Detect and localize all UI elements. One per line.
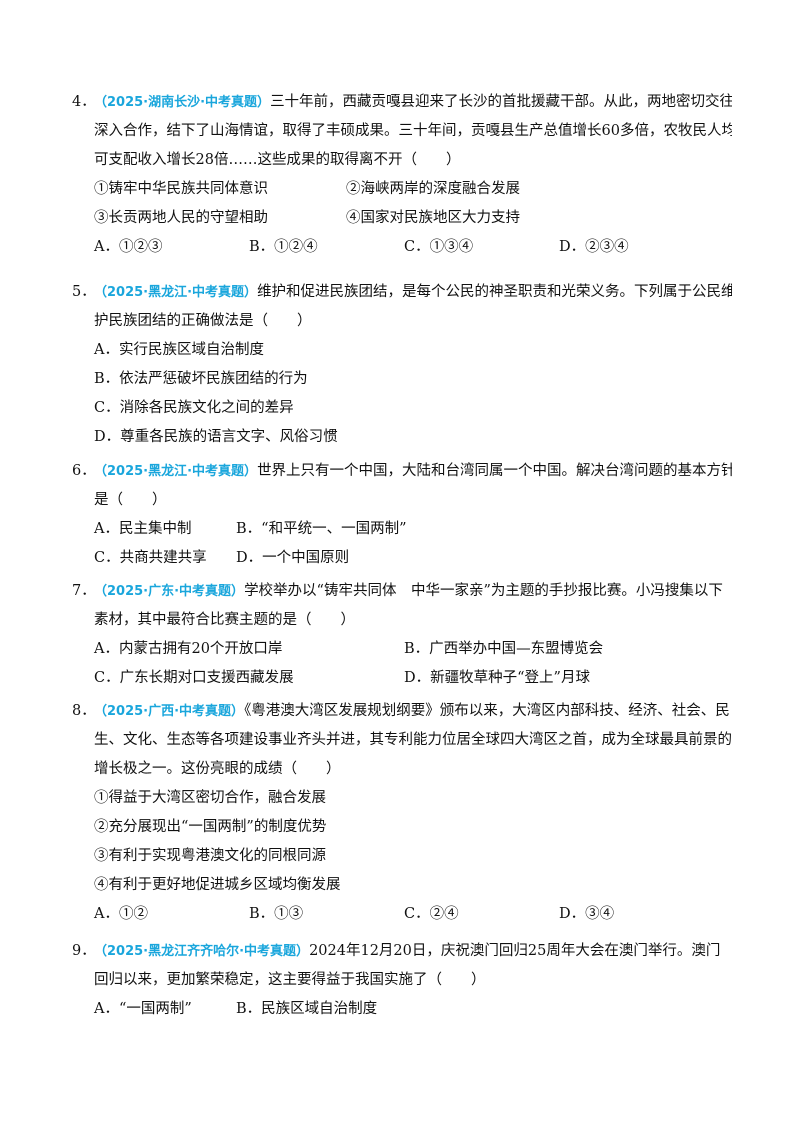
question-stem-line: 可支配收入增长28倍……这些成果的取得离不开（ ） xyxy=(94,152,461,168)
statement-row: ③长贡两地人民的守望相助 ④国家对民族地区大力支持 xyxy=(72,204,732,233)
question-source-tag: （2025·广西·中考真题） xyxy=(94,704,245,719)
question-number: 6． xyxy=(72,463,96,479)
option-b: B．①③ xyxy=(249,906,304,922)
option-d: D．一个中国原则 xyxy=(236,550,350,566)
options-row: A．①② B．①③ C．②④ D．③④ xyxy=(72,900,732,929)
question-stem-line: 生、文化、生态等各项建设事业齐头并进，其专利能力位居全球四大湾区之首，成为全球最… xyxy=(94,732,732,748)
statement: ④国家对民族地区大力支持 xyxy=(346,210,520,226)
option-c: C．②④ xyxy=(404,906,459,922)
question-stem: 7．（2025·广东·中考真题）学校举办以“铸牢共同体 中华一家亲”为主题的手抄… xyxy=(72,577,732,606)
question-6: 6．（2025·黑龙江·中考真题）世界上只有一个中国，大陆和台湾同属一个中国。解… xyxy=(72,457,732,573)
question-8: 8．（2025·广西·中考真题）《粤港澳大湾区发展规划纲要》颁布以来，大湾区内部… xyxy=(72,697,732,929)
options-row: A．①②③ B．①②④ C．①③④ D．②③④ xyxy=(72,233,732,262)
statement: ③有利于实现粤港澳文化的同根同源 xyxy=(94,848,326,864)
options-row: C．广东长期对口支援西藏发展 D．新疆牧草种子“登上”月球 xyxy=(72,664,732,693)
question-source-tag: （2025·湖南长沙·中考真题） xyxy=(94,95,271,110)
question-stem-line: 是（ ） xyxy=(94,492,167,508)
question-5: 5．（2025·黑龙江·中考真题）维护和促进民族团结，是每个公民的神圣职责和光荣… xyxy=(72,278,732,452)
question-stem: 9．（2025·黑龙江齐齐哈尔·中考真题）2024年12月20日，庆祝澳门回归2… xyxy=(72,937,732,966)
option-d: D．③④ xyxy=(559,906,615,922)
option-b: B．“和平统一、一国两制” xyxy=(236,521,407,537)
option-a: A．内蒙古拥有20个开放口岸 xyxy=(94,641,283,657)
question-stem: 8．（2025·广西·中考真题）《粤港澳大湾区发展规划纲要》颁布以来，大湾区内部… xyxy=(72,697,732,726)
question-source-tag: （2025·黑龙江齐齐哈尔·中考真题） xyxy=(94,944,310,959)
statement: ①得益于大湾区密切合作，融合发展 xyxy=(94,790,326,806)
statement: ④有利于更好地促进城乡区域均衡发展 xyxy=(94,877,341,893)
options-row: A．“一国两制” B．民族区域自治制度 xyxy=(72,995,732,1024)
question-stem: 6．（2025·黑龙江·中考真题）世界上只有一个中国，大陆和台湾同属一个中国。解… xyxy=(72,457,732,486)
option-a: A．“一国两制” xyxy=(94,1001,192,1017)
option-d: D．尊重各民族的语言文字、风俗习惯 xyxy=(94,429,338,445)
question-stem-line: 增长极之一。这份亮眼的成绩（ ） xyxy=(94,761,341,777)
options-row: A．内蒙古拥有20个开放口岸 B．广西举办中国—东盟博览会 xyxy=(72,635,732,664)
question-stem-line: 回归以来，更加繁荣稳定，这主要得益于我国实施了（ ） xyxy=(94,972,486,988)
option-d: D．②③④ xyxy=(559,239,629,255)
option-b: B．①②④ xyxy=(249,239,318,255)
question-stem-line: 护民族团结的正确做法是（ ） xyxy=(94,313,312,329)
option-a: A．实行民族区域自治制度 xyxy=(94,342,264,358)
options-row: A．民主集中制 B．“和平统一、一国两制” xyxy=(72,515,732,544)
option-a: A．①② xyxy=(94,906,148,922)
question-9: 9．（2025·黑龙江齐齐哈尔·中考真题）2024年12月20日，庆祝澳门回归2… xyxy=(72,937,732,1024)
option-b: B．依法严惩破坏民族团结的行为 xyxy=(94,371,308,387)
option-d: D．新疆牧草种子“登上”月球 xyxy=(404,670,590,686)
option-b: B．广西举办中国—东盟博览会 xyxy=(404,641,604,657)
question-number: 8． xyxy=(72,703,96,719)
statement: ③长贡两地人民的守望相助 xyxy=(94,210,268,226)
option-c: C．广东长期对口支援西藏发展 xyxy=(94,670,294,686)
question-source-tag: （2025·黑龙江·中考真题） xyxy=(94,285,258,300)
question-7: 7．（2025·广东·中考真题）学校举办以“铸牢共同体 中华一家亲”为主题的手抄… xyxy=(72,577,732,693)
question-stem: 4．（2025·湖南长沙·中考真题）三十年前，西藏贡嘎县迎来了长沙的首批援藏干部… xyxy=(72,88,732,117)
option-c: C．①③④ xyxy=(404,239,474,255)
options-row: C．共商共建共享 D．一个中国原则 xyxy=(72,544,732,573)
statement: ②海峡两岸的深度融合发展 xyxy=(346,181,520,197)
question-4: 4．（2025·湖南长沙·中考真题）三十年前，西藏贡嘎县迎来了长沙的首批援藏干部… xyxy=(72,88,732,262)
option-a: A．①②③ xyxy=(94,239,163,255)
question-source-tag: （2025·黑龙江·中考真题） xyxy=(94,464,258,479)
question-number: 4． xyxy=(72,94,96,110)
statement: ①铸牢中华民族共同体意识 xyxy=(94,181,268,197)
question-number: 5． xyxy=(72,284,96,300)
question-stem-line: 素材，其中最符合比赛主题的是（ ） xyxy=(94,612,355,628)
question-number: 7． xyxy=(72,583,96,599)
question-stem-line: 深入合作，结下了山海情谊，取得了丰硕成果。三十年间，贡嘎县生产总值增长60多倍，… xyxy=(94,123,732,139)
option-b: B．民族区域自治制度 xyxy=(236,1001,378,1017)
option-a: A．民主集中制 xyxy=(94,521,192,537)
option-c: C．共商共建共享 xyxy=(94,550,207,566)
statement-row: ①铸牢中华民族共同体意识 ②海峡两岸的深度融合发展 xyxy=(72,175,732,204)
question-stem: 5．（2025·黑龙江·中考真题）维护和促进民族团结，是每个公民的神圣职责和光荣… xyxy=(72,278,732,307)
statement: ②充分展现出“一国两制”的制度优势 xyxy=(94,819,327,835)
question-source-tag: （2025·广东·中考真题） xyxy=(94,584,245,599)
option-c: C．消除各民族文化之间的差异 xyxy=(94,400,294,416)
question-number: 9． xyxy=(72,943,96,959)
